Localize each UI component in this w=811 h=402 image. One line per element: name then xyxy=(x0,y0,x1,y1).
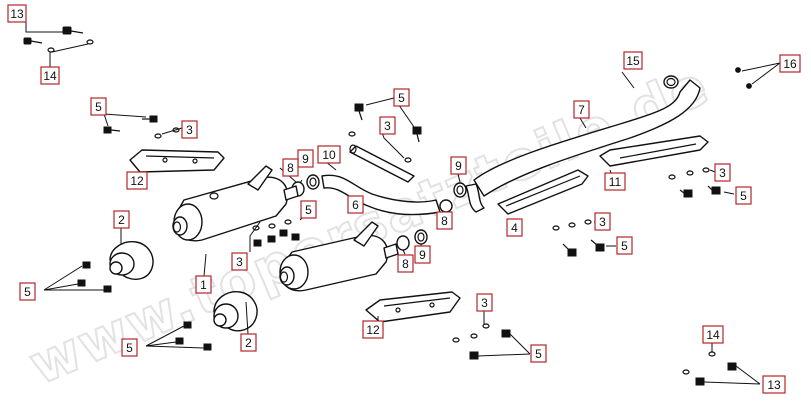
svg-text:2: 2 xyxy=(118,213,125,227)
svg-text:9: 9 xyxy=(419,248,426,262)
svg-text:7: 7 xyxy=(578,103,585,117)
svg-text:8: 8 xyxy=(441,214,448,228)
svg-text:3: 3 xyxy=(236,255,243,269)
part-label-5[interactable]: 5 xyxy=(300,200,317,219)
bolt-set-end-cap-upper xyxy=(43,261,112,293)
svg-text:9: 9 xyxy=(455,159,462,173)
svg-text:13: 13 xyxy=(767,378,781,392)
part-label-2[interactable]: 2 xyxy=(240,333,257,352)
part-label-4[interactable]: 4 xyxy=(506,218,523,237)
part-label-14[interactable]: 14 xyxy=(702,325,724,344)
part-label-16[interactable]: 16 xyxy=(779,54,801,73)
part-label-3[interactable]: 3 xyxy=(594,212,611,231)
svg-text:14: 14 xyxy=(43,69,57,83)
part-label-12[interactable]: 12 xyxy=(362,320,384,339)
svg-text:4: 4 xyxy=(511,221,518,235)
part-label-5[interactable]: 5 xyxy=(90,97,107,116)
part-label-2[interactable]: 2 xyxy=(113,210,130,229)
svg-text:5: 5 xyxy=(24,285,31,299)
part-label-13[interactable]: 13 xyxy=(762,375,786,394)
exhaust-pipe-10 xyxy=(349,144,415,183)
part-label-12[interactable]: 12 xyxy=(126,171,148,190)
svg-text:5: 5 xyxy=(305,203,312,217)
part-label-5[interactable]: 5 xyxy=(19,282,36,301)
muffler-lower xyxy=(279,221,399,292)
bolt-set-top-left xyxy=(23,22,94,68)
part-label-3[interactable]: 3 xyxy=(231,252,248,271)
gasket-rings-upper xyxy=(291,174,467,213)
part-label-13[interactable]: 13 xyxy=(7,4,27,23)
svg-text:3: 3 xyxy=(481,296,488,310)
part-label-5[interactable]: 5 xyxy=(616,236,633,255)
bolt-pair-top-right xyxy=(735,62,781,89)
svg-text:5: 5 xyxy=(95,100,102,114)
part-label-9[interactable]: 9 xyxy=(414,245,431,264)
part-label-8[interactable]: 8 xyxy=(436,211,453,230)
muffler-upper xyxy=(172,165,299,242)
bolt-set-bottom-right xyxy=(682,342,761,386)
svg-text:13: 13 xyxy=(10,7,24,21)
part-label-5[interactable]: 5 xyxy=(121,338,138,357)
bolt-set-right-upper xyxy=(668,167,735,198)
end-cap-lower xyxy=(213,291,258,335)
part-label-5[interactable]: 5 xyxy=(393,88,410,107)
part-label-3[interactable]: 3 xyxy=(714,163,731,182)
bolt-set-end-cap-lower xyxy=(145,321,212,351)
part-label-3[interactable]: 3 xyxy=(476,293,493,312)
svg-text:9: 9 xyxy=(302,152,309,166)
part-label-6[interactable]: 6 xyxy=(347,195,364,214)
part-label-9[interactable]: 9 xyxy=(450,156,467,175)
svg-text:3: 3 xyxy=(599,215,606,229)
svg-text:5: 5 xyxy=(740,189,747,203)
part-label-9[interactable]: 9 xyxy=(297,149,314,168)
heat-shield-left xyxy=(103,113,225,173)
svg-text:2: 2 xyxy=(245,336,252,350)
part-label-7[interactable]: 7 xyxy=(573,100,590,119)
svg-text:5: 5 xyxy=(621,239,628,253)
exhaust-pipe-7 xyxy=(473,75,701,197)
part-label-3[interactable]: 3 xyxy=(379,116,396,135)
heat-shield-4 xyxy=(497,169,589,215)
part-label-5[interactable]: 5 xyxy=(735,186,752,205)
svg-text:11: 11 xyxy=(609,175,622,189)
svg-text:16: 16 xyxy=(783,57,797,71)
svg-text:15: 15 xyxy=(626,54,640,68)
svg-text:3: 3 xyxy=(719,166,726,180)
part-label-8[interactable]: 8 xyxy=(282,158,299,177)
heat-shield-11 xyxy=(599,135,709,167)
svg-text:3: 3 xyxy=(186,123,193,137)
svg-text:12: 12 xyxy=(366,323,380,337)
svg-text:5: 5 xyxy=(535,347,542,361)
bolt-set-bottom-center xyxy=(452,308,531,360)
svg-text:12: 12 xyxy=(130,174,144,188)
svg-text:14: 14 xyxy=(706,328,720,342)
svg-text:1: 1 xyxy=(200,278,207,292)
bolt-set-center xyxy=(348,97,422,163)
end-cap-upper xyxy=(109,226,154,280)
heat-shield-lower xyxy=(365,291,461,326)
part-label-3[interactable]: 3 xyxy=(181,120,198,139)
part-label-14[interactable]: 14 xyxy=(40,66,60,85)
svg-text:6: 6 xyxy=(352,198,359,212)
part-label-5[interactable]: 5 xyxy=(530,344,547,363)
svg-text:3: 3 xyxy=(384,119,391,133)
part-label-11[interactable]: 11 xyxy=(604,172,626,191)
svg-text:8: 8 xyxy=(402,257,409,271)
part-label-10[interactable]: 10 xyxy=(317,145,341,164)
svg-text:5: 5 xyxy=(398,91,405,105)
part-labels: 13 14 15 16 5 3 12 5 3 10 9 8 7 6 9 8 11… xyxy=(7,4,801,394)
part-label-15[interactable]: 15 xyxy=(623,51,643,70)
svg-text:5: 5 xyxy=(126,341,133,355)
svg-text:8: 8 xyxy=(287,161,294,175)
part-label-1[interactable]: 1 xyxy=(195,275,212,294)
svg-text:10: 10 xyxy=(322,148,336,162)
part-label-8[interactable]: 8 xyxy=(397,254,414,273)
